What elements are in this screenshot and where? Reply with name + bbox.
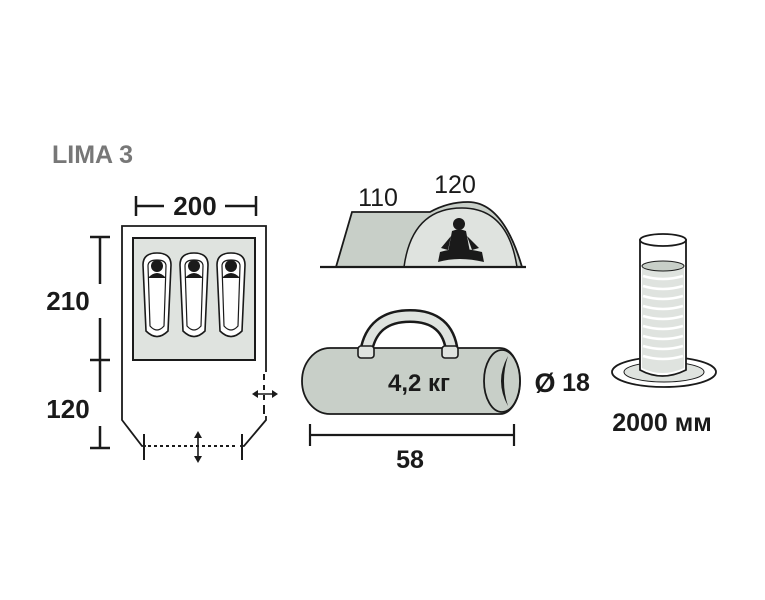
sleeping-bag-icon <box>216 252 246 338</box>
width-label: 200 <box>173 191 216 221</box>
sleeping-bag-icon <box>142 252 172 338</box>
bag-length-label: 58 <box>396 446 424 474</box>
person-icon <box>438 218 484 262</box>
side-door-icon <box>252 372 278 416</box>
width-dimension: 200 <box>134 191 258 221</box>
waterproof-label: 2000 мм <box>612 409 712 437</box>
height-front-label: 110 <box>358 184 398 212</box>
waterproof-column: 2000 мм <box>611 233 717 437</box>
sleeping-bag-icon <box>179 252 209 338</box>
diameter-label: 18 <box>562 369 590 397</box>
front-door-icon <box>143 431 243 463</box>
bag-length-dimension: 58 <box>308 424 516 474</box>
diameter-symbol: Ø <box>534 368 555 398</box>
height-inner-label: 120 <box>434 171 476 199</box>
inner-length-label: 210 <box>46 286 89 316</box>
floor-plan: 200 210 120 <box>46 191 278 463</box>
vestibule-length-label: 120 <box>46 394 89 424</box>
length-dimension: 210 120 <box>46 235 116 450</box>
packed-bag: 4,2 кг Ø 18 58 <box>301 308 590 474</box>
model-title: LIMA 3 <box>52 141 133 169</box>
tent-profile: 110 120 <box>320 171 526 269</box>
weight-label: 4,2 кг <box>388 370 450 397</box>
